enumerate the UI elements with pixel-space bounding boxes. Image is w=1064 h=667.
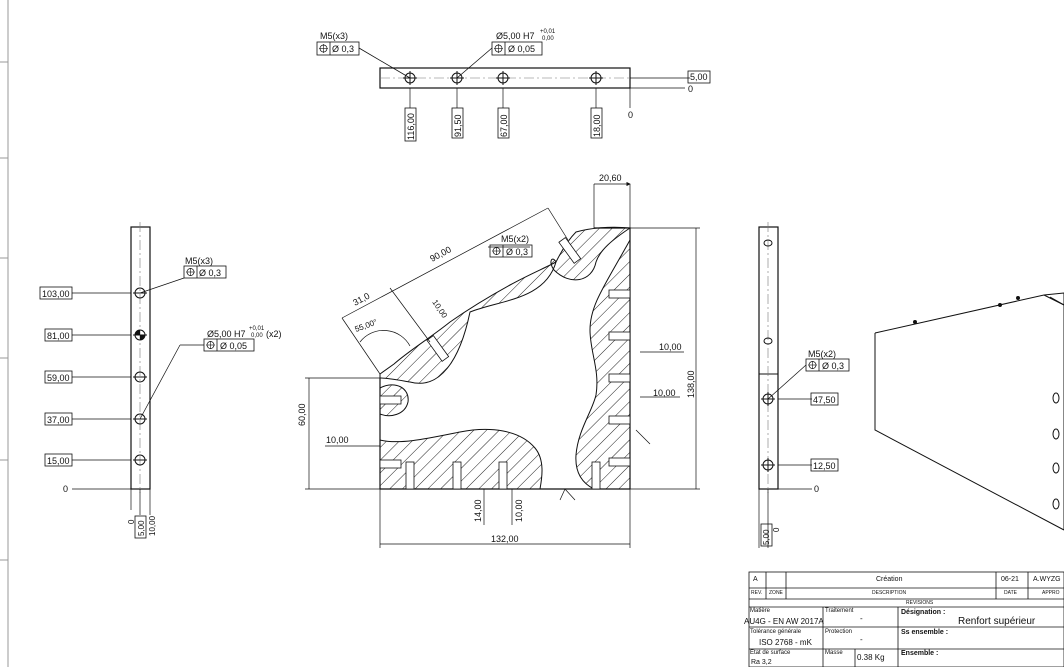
- tb-label-masse: Masse: [825, 650, 843, 656]
- top-view: [316, 41, 711, 142]
- tb-rev-description: Création: [876, 576, 903, 583]
- title-block-grid: [748, 571, 1064, 667]
- front-dim-14: 14,00: [473, 499, 483, 522]
- tb-rev-letter: A: [753, 576, 758, 583]
- left-view: [39, 222, 255, 539]
- tb-value-traitement: -: [860, 614, 863, 623]
- front-dim-138: 138,00: [686, 370, 696, 398]
- front-dim-10-left: 10,00: [326, 435, 349, 445]
- top-bore-tol-lower: 0,00: [542, 36, 554, 42]
- tb-label-traitement: Traitement: [825, 608, 854, 614]
- right-dim-12: 12,50: [813, 461, 836, 471]
- left-bore-count: (x2): [266, 329, 282, 339]
- front-dim-10-slot: 10,00: [430, 298, 449, 320]
- left-bore-position: Ø 0,05: [220, 341, 247, 351]
- right-m5-callout: M5(x2): [808, 349, 836, 359]
- top-bore-callout: Ø5,00 H7: [496, 31, 535, 41]
- sheet-border: [0, 0, 9, 667]
- right-dim-zero: 0: [814, 484, 819, 494]
- tb-hdr-date: DATE: [1004, 590, 1017, 596]
- left-bottom-10: 10,00: [148, 515, 157, 536]
- left-dim-81: 81,00: [47, 331, 70, 341]
- right-bottom-5: 5,00: [762, 529, 771, 545]
- tb-label-designation: Désignation :: [901, 609, 946, 616]
- left-dim-103: 103,00: [42, 289, 70, 299]
- top-dim-18: 18,00: [592, 114, 602, 137]
- tb-hdr-approved: APPRO: [1042, 590, 1060, 596]
- section-right-column: [575, 238, 631, 490]
- tb-hdr-zone: ZONE: [769, 590, 783, 596]
- tb-value-matiere: AU4G - EN AW 2017A: [744, 617, 824, 626]
- tb-value-masse: 0.38 Kg: [857, 653, 885, 662]
- tb-rev-date: 06-21: [1001, 576, 1019, 583]
- front-dim-10-b: 10,00: [653, 388, 676, 398]
- right-m5-tolerance: Ø 0,3: [822, 361, 844, 371]
- left-dim-15: 15,00: [47, 456, 70, 466]
- tb-value-protection: -: [860, 635, 863, 644]
- tb-label-matiere: Matière: [750, 608, 771, 614]
- tb-value-tolerance: ISO 2768 - mK: [759, 638, 812, 647]
- top-bore-tol-upper: +0,01: [540, 29, 556, 35]
- top-dim-zero-bottom: 0: [628, 110, 633, 120]
- tb-label-ensemble: Ensemble :: [901, 650, 939, 657]
- left-bottom-zero: 0: [127, 519, 136, 524]
- tb-label-sous-ensemble: Ss ensemble :: [901, 629, 949, 636]
- tb-label-etat-surface: Etat de surface: [750, 650, 791, 656]
- left-m5-tolerance: Ø 0,3: [199, 268, 221, 278]
- front-view: [305, 181, 700, 548]
- top-m5-callout: M5(x3): [320, 31, 348, 41]
- top-dim-zero-right: 0: [688, 84, 693, 94]
- isometric-view: [874, 292, 1064, 531]
- front-dim-132: 132,00: [491, 534, 519, 544]
- front-dim-31: 31,0: [351, 291, 371, 308]
- front-dim-10-bottom: 10,00: [514, 499, 524, 522]
- front-dim-60: 60,00: [297, 403, 307, 426]
- tb-hdr-rev: REV.: [751, 590, 763, 596]
- tb-rev-approved: A.WYZG: [1033, 576, 1061, 583]
- left-bore-callout: Ø5,00 H7: [207, 329, 246, 339]
- right-dim-47: 47,50: [813, 395, 836, 405]
- top-dim-91: 91,50: [453, 114, 463, 137]
- right-view: [758, 222, 850, 548]
- tb-label-protection: Protection: [825, 629, 853, 635]
- front-dim-10-a: 10,00: [659, 342, 682, 352]
- right-bottom-zero: 0: [772, 527, 781, 532]
- left-dim-59: 59,00: [47, 373, 70, 383]
- top-m5-tolerance: Ø 0,3: [332, 44, 354, 54]
- tb-value-etat-surface: Ra 3,2: [751, 659, 772, 666]
- left-bore-tol-upper: +0,01: [249, 326, 265, 332]
- left-bore-tol-lower: 0,00: [251, 333, 263, 339]
- left-m5-callout: M5(x3): [185, 256, 213, 266]
- section-upper-arm: [379, 226, 632, 384]
- front-m5-callout: M5(x2): [501, 234, 529, 244]
- tb-label-tolerance: Tolérance générale: [750, 629, 802, 635]
- left-dim-37: 37,00: [47, 415, 70, 425]
- left-bottom-5: 5,00: [137, 520, 146, 536]
- tb-hdr-description: DESCRIPTION: [872, 590, 907, 596]
- left-dim-zero: 0: [63, 484, 68, 494]
- tb-hdr-revisions: REVISIONS: [906, 600, 934, 606]
- tb-value-designation: Renfort supérieur: [958, 616, 1036, 627]
- top-dim-67: 67,00: [499, 114, 509, 137]
- top-dim-thickness: 5,00: [690, 72, 708, 82]
- top-bore-position: Ø 0,05: [508, 44, 535, 54]
- front-dim-20: 20,60: [599, 173, 622, 183]
- front-m5-tolerance: Ø 0,3: [506, 247, 528, 257]
- top-dim-116: 116,00: [406, 113, 416, 140]
